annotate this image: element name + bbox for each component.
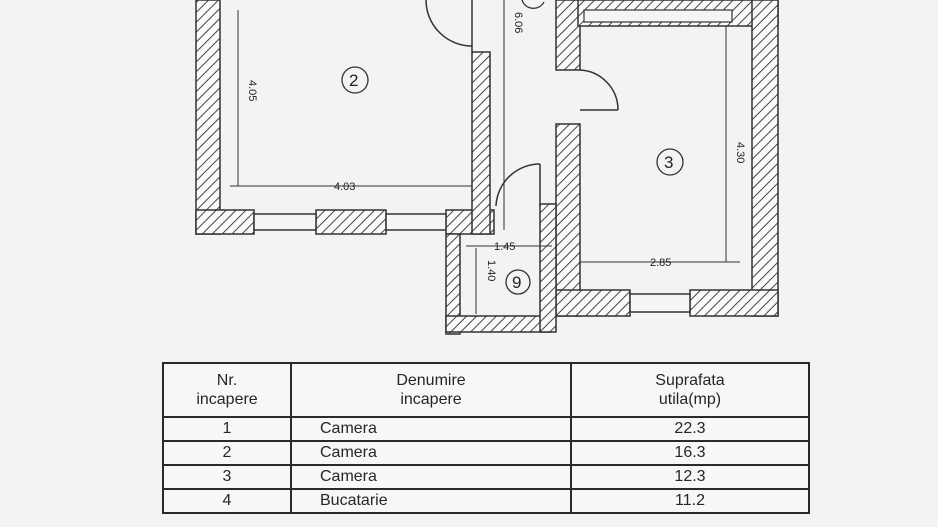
wall-left-bottom-a: [195, 209, 255, 235]
wall-left-bottom-b: [315, 209, 387, 235]
cell-room-number: 1: [162, 416, 292, 442]
wall-room9-bottom: [445, 315, 551, 333]
wall-room9-left: [445, 233, 461, 335]
wall-room2-right: [471, 51, 491, 235]
wall-room3-top-inner: [583, 9, 733, 23]
header-usable-area: Suprafata utila(mp): [570, 362, 810, 418]
room3-length-label: 4.30: [734, 142, 746, 163]
room2-width-label: 4.03: [334, 181, 355, 193]
room9-length-label: 1.40: [485, 260, 497, 281]
cell-room-area: 11.2: [570, 488, 810, 514]
corridor-length-label: 6.06: [512, 12, 524, 33]
room3-marker: [656, 148, 684, 176]
table-row: 1 Camera 22.3: [162, 416, 810, 442]
door-swing-room3: [579, 69, 619, 111]
header-room-number: Nr. incapere: [162, 362, 292, 418]
wall-room3-bottom-a: [555, 289, 631, 317]
room9-number: 9: [512, 273, 521, 292]
room3-number: 3: [664, 153, 673, 172]
cell-room-number: 3: [162, 464, 292, 490]
cell-room-area: 16.3: [570, 440, 810, 466]
table-row: 4 Bucatarie 11.2: [162, 488, 810, 514]
wall-room3-left-bottom: [555, 123, 581, 317]
cell-room-name: Camera: [290, 416, 572, 442]
window-room3: [629, 293, 691, 313]
window-left-a: [253, 213, 317, 231]
room9-width-label: 1.45: [494, 241, 515, 253]
wall-room3-bottom-b: [689, 289, 779, 317]
table-row: 2 Camera 16.3: [162, 440, 810, 466]
room2-marker: [341, 66, 369, 94]
door-swing-room9: [495, 163, 541, 207]
window-left-b: [385, 213, 447, 231]
cell-room-name: Camera: [290, 440, 572, 466]
table-header-row: Nr. incapere Denumire incapere Suprafata…: [162, 362, 810, 418]
room2-number: 2: [349, 71, 358, 90]
room9-marker: [505, 269, 531, 295]
room3-width-label: 2.85: [650, 257, 671, 269]
wall-left-outer: [195, 0, 221, 235]
cell-room-number: 2: [162, 440, 292, 466]
cell-room-number: 4: [162, 488, 292, 514]
door-swing-room2: [425, 0, 473, 47]
room-marker-partial: [521, 0, 545, 9]
header-room-name: Denumire incapere: [290, 362, 572, 418]
cell-room-area: 22.3: [570, 416, 810, 442]
floor-plan: 4.03 4.05 2.85 4.30 1.45 1.40 6.06 2 3 9: [195, 0, 779, 335]
cell-room-name: Bucatarie: [290, 488, 572, 514]
wall-room9-right: [539, 203, 557, 333]
cell-room-name: Camera: [290, 464, 572, 490]
cell-room-area: 12.3: [570, 464, 810, 490]
table-row: 3 Camera 12.3: [162, 464, 810, 490]
room2-length-label: 4.05: [246, 80, 258, 101]
wall-room3-right: [751, 0, 779, 317]
room-area-table: Nr. incapere Denumire incapere Suprafata…: [162, 362, 810, 514]
wall-room3-left-top: [555, 0, 581, 71]
